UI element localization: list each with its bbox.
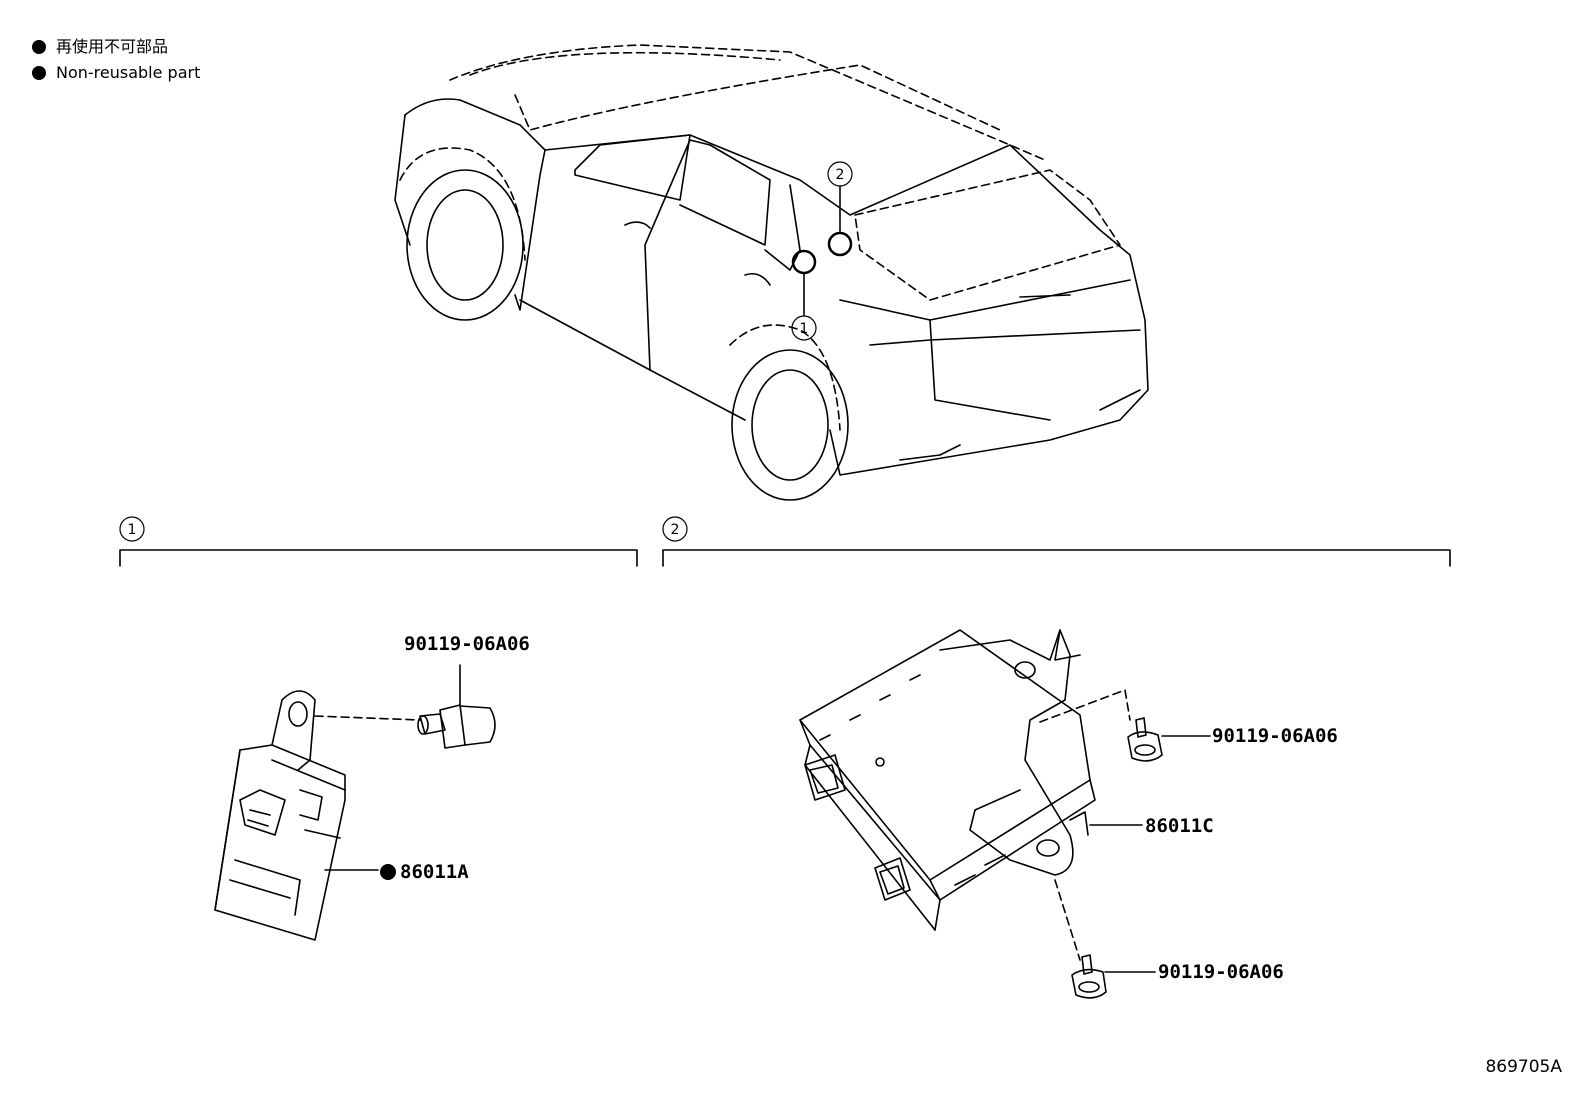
part-label-sensor-86011a: 86011A xyxy=(400,861,469,883)
part-label-module-86011c: 86011C xyxy=(1145,815,1214,837)
legend: 再使用不可部品 Non-reusable part xyxy=(32,34,200,86)
callout-2-text: 2 xyxy=(836,167,845,183)
section-1-bracket xyxy=(119,516,638,567)
legend-row-english: Non-reusable part xyxy=(32,60,200,86)
section-1-marker: 1 xyxy=(128,522,137,538)
bolt-section2-upper-drawing xyxy=(1127,717,1163,762)
part-label-bolt-90119-a: 90119-06A06 xyxy=(404,633,530,655)
part-label-bolt-90119-b: 90119-06A06 xyxy=(1212,725,1338,747)
non-reusable-dot-icon xyxy=(380,864,396,880)
section-2-marker: 2 xyxy=(671,522,680,538)
vehicle-illustration xyxy=(394,44,1149,501)
bolt-section2-lower-drawing xyxy=(1071,954,1107,999)
callout-1-text: 1 xyxy=(800,321,809,337)
part-label-bolt-90119-c: 90119-06A06 xyxy=(1158,961,1284,983)
legend-row-japanese: 再使用不可部品 xyxy=(32,34,200,60)
legend-japanese-text: 再使用不可部品 xyxy=(56,37,169,56)
bolt-section1-drawing xyxy=(314,664,496,749)
non-reusable-dot-icon xyxy=(32,66,46,80)
module-86011c-drawing xyxy=(799,629,1096,931)
legend-english-text: Non-reusable part xyxy=(56,63,201,82)
section-2-bracket xyxy=(662,516,1451,567)
sensor-86011a-drawing xyxy=(214,690,346,941)
diagram-code: 869705A xyxy=(1485,1057,1562,1077)
non-reusable-dot-icon xyxy=(32,40,46,54)
